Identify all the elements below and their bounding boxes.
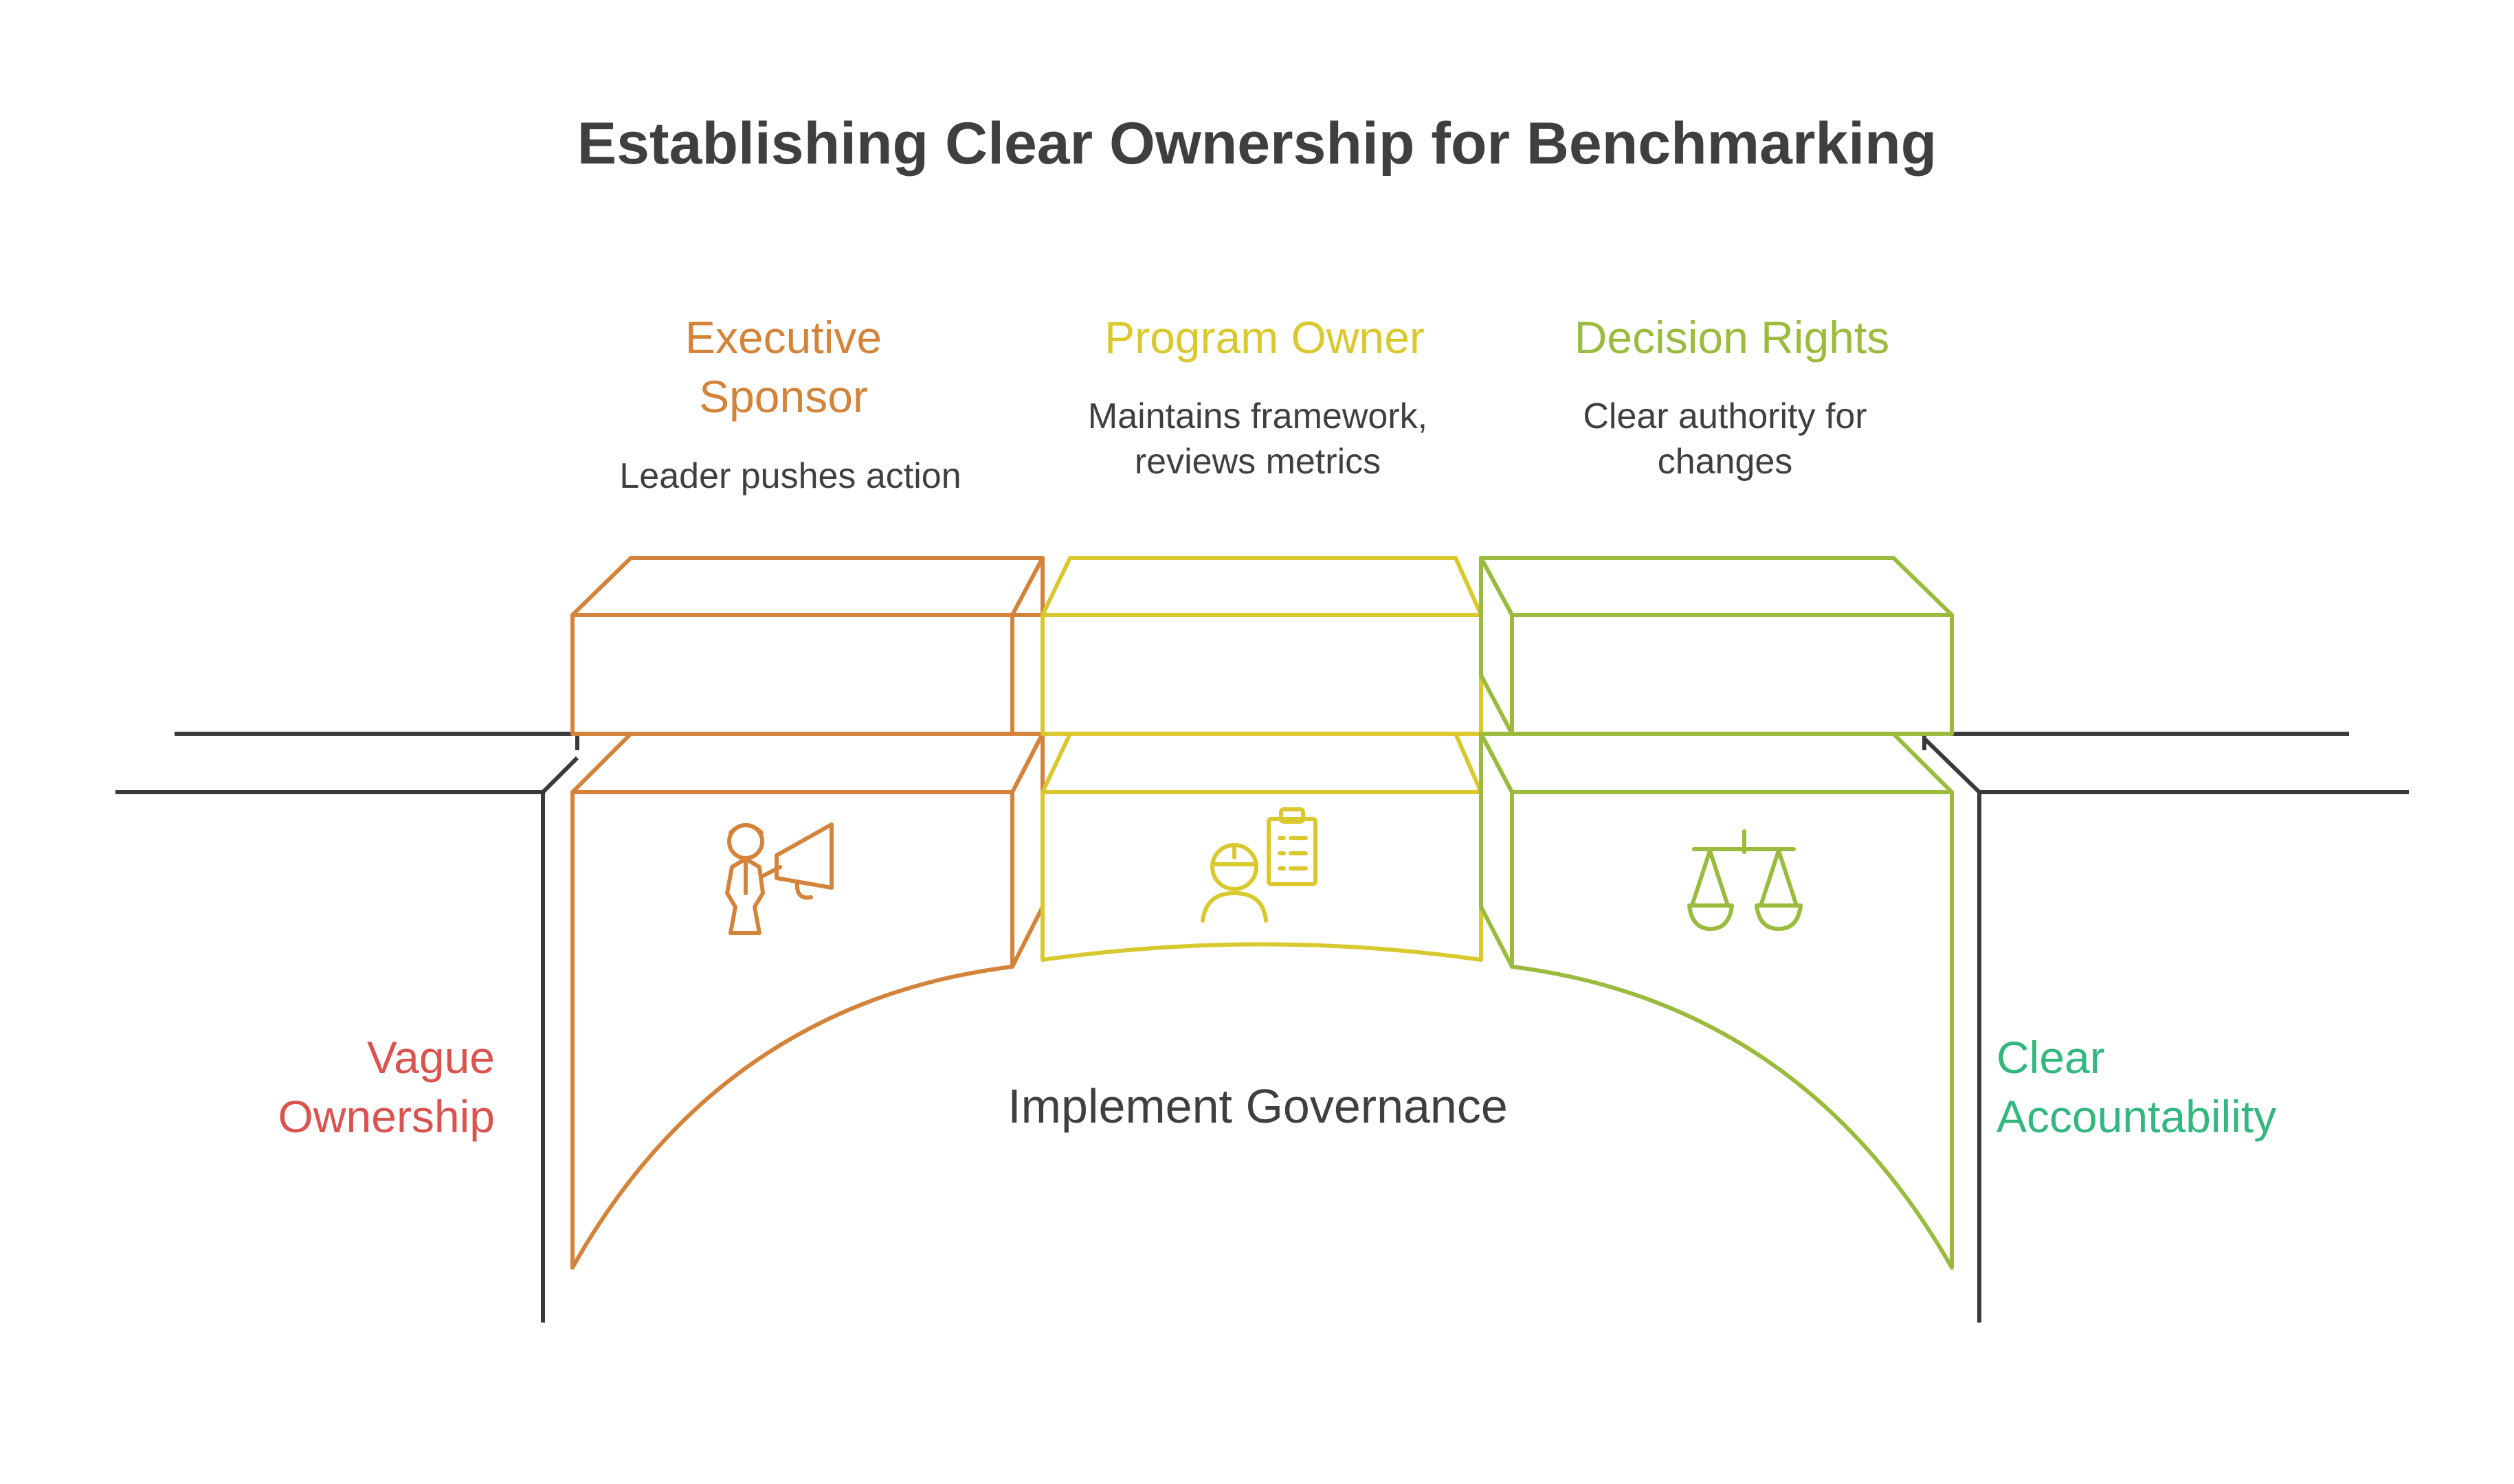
label-vague-ownership: Vague Ownership (278, 1032, 495, 1142)
worker-clipboard-icon (1201, 807, 1317, 923)
block-executive-sponsor (570, 556, 1045, 1270)
column-title-executive-sponsor: Executive Sponsor (685, 312, 882, 422)
center-label-implement-governance: Implement Governance (1008, 1079, 1508, 1133)
column-title-program-owner: Program Owner (1104, 312, 1425, 363)
scales-icon (1687, 829, 1803, 931)
page-title: Establishing Clear Ownership for Benchma… (577, 111, 1937, 177)
block-decision-rights (1479, 556, 1954, 1270)
label-clear-accountability: Clear Accountability (1996, 1032, 2277, 1142)
column-desc-decision-rights: Clear authority for changes (1583, 396, 1867, 482)
column-desc-executive-sponsor: Leader pushes action (619, 456, 961, 496)
megaphone-person-icon (725, 822, 834, 935)
column-desc-program-owner: Maintains framework, reviews metrics (1087, 396, 1428, 482)
block-program-owner (1041, 556, 1483, 962)
column-title-decision-rights: Decision Rights (1574, 312, 1890, 363)
